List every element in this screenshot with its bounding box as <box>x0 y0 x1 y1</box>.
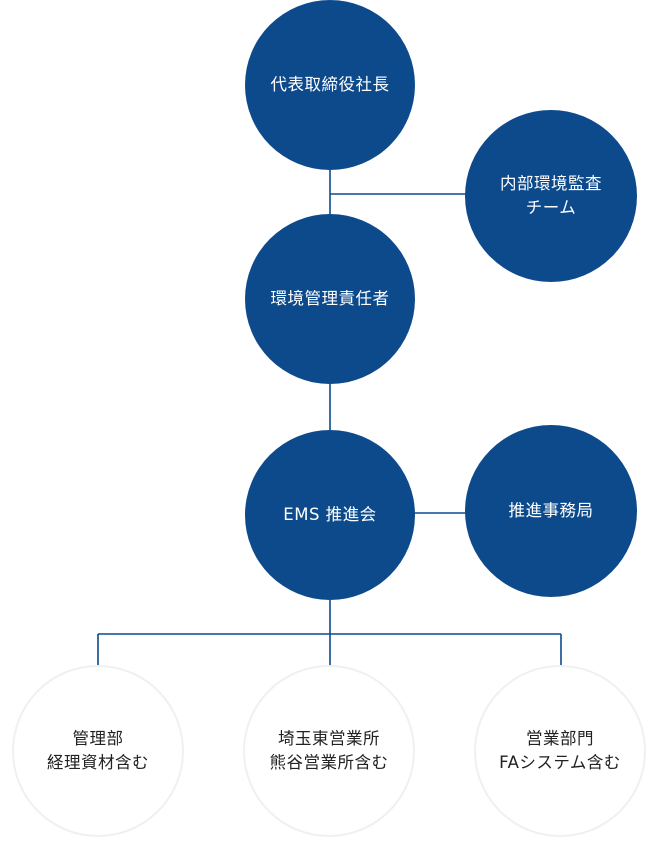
node-dept2-label-line1: 埼玉東営業所 <box>278 729 380 748</box>
node-ems-committee: EMS 推進会 <box>245 430 415 600</box>
node-saitama-east-office: 埼玉東営業所 熊谷営業所含む <box>243 665 415 837</box>
node-dept2-label-line2: 熊谷営業所含む <box>269 753 389 772</box>
node-audit-label-line2: チーム <box>525 198 577 217</box>
node-admin-dept: 管理部 経理資材含む <box>12 665 184 837</box>
node-dept1-label-line2: 経理資材含む <box>47 753 149 772</box>
node-dept3-label-line2: FAシステム含む <box>499 753 621 772</box>
node-dept1-label-line1: 管理部 <box>72 729 124 748</box>
node-ceo: 代表取締役社長 <box>245 0 415 170</box>
node-ems-label: EMS 推進会 <box>283 505 377 524</box>
node-promotion-office: 推進事務局 <box>465 425 637 597</box>
node-dept3-label-line1: 営業部門 <box>526 729 594 748</box>
node-audit-label-line1: 内部環境監査 <box>500 174 602 193</box>
node-ceo-label: 代表取締役社長 <box>270 75 390 94</box>
node-environmental-manager: 環境管理責任者 <box>245 214 415 384</box>
node-env-label: 環境管理責任者 <box>270 289 390 308</box>
node-office-label: 推進事務局 <box>508 501 594 520</box>
node-sales-dept: 営業部門 FAシステム含む <box>474 665 646 837</box>
node-internal-audit-team: 内部環境監査 チーム <box>465 110 637 282</box>
